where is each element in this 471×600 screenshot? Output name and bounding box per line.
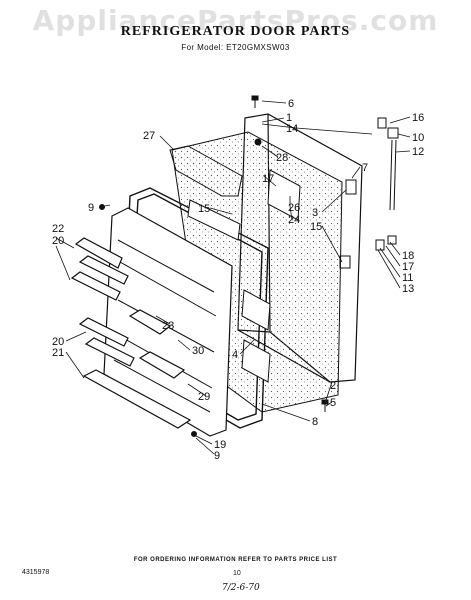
callout-29: 29 — [198, 391, 210, 403]
callout-15-left: 15 — [198, 203, 210, 215]
hinge-assembly — [339, 117, 399, 269]
callout-21: 21 — [52, 347, 64, 359]
callout-4: 4 — [232, 349, 238, 361]
callout-17-upper: 17 — [262, 173, 274, 185]
callout-9-lower: 9 — [214, 450, 220, 462]
ordering-note: FOR ORDERING INFORMATION REFER TO PARTS … — [133, 557, 338, 563]
callout-23: 23 — [162, 320, 174, 332]
callout-20-lower: 20 — [52, 336, 64, 348]
model-subtitle: For Model: ET20GMXSW03 — [181, 43, 290, 52]
callout-10: 10 — [412, 132, 424, 144]
callout-6: 6 — [288, 98, 294, 110]
callout-14: 14 — [286, 123, 298, 135]
bottom-rail-strip — [128, 309, 186, 379]
callout-26: 26 — [288, 202, 300, 214]
door-shelf-rails — [70, 237, 192, 429]
document-number: 4315978 — [22, 569, 50, 576]
callout-5: 5 — [330, 397, 336, 409]
foam-cutouts — [187, 169, 301, 383]
handwritten-note: 7/2-6-70 — [222, 583, 260, 593]
callout-9-upper: 9 — [88, 202, 94, 214]
top-seal-strip — [169, 145, 243, 197]
leader-lines — [55, 100, 411, 455]
callout-3: 3 — [312, 207, 318, 219]
callout-30: 30 — [192, 345, 204, 357]
callout-17-lower: 17 — [402, 261, 414, 273]
callout-20-upper: 20 — [52, 235, 64, 247]
callout-12: 12 — [412, 146, 424, 158]
page-title: REFRIGERATOR DOOR PARTS — [120, 24, 351, 39]
callout-16: 16 — [412, 112, 424, 124]
callout-19: 19 — [214, 439, 226, 451]
callout-7: 7 — [362, 162, 368, 174]
callout-28: 28 — [276, 152, 288, 164]
callout-labels: 6 1 14 16 10 12 27 28 7 17 26 24 15 3 15… — [52, 98, 424, 462]
callout-8: 8 — [312, 416, 318, 428]
callout-18: 18 — [402, 250, 414, 262]
callout-15-right: 15 — [310, 221, 322, 233]
page-number: 10 — [233, 570, 241, 577]
callout-13: 13 — [402, 283, 414, 295]
callout-27: 27 — [143, 130, 155, 142]
callout-2: 2 — [330, 380, 336, 392]
callout-11: 11 — [402, 272, 413, 284]
screws — [99, 95, 329, 437]
callout-1: 1 — [286, 112, 292, 124]
callout-24: 24 — [288, 214, 300, 226]
watermark: AppliancePartsPros.com — [32, 4, 439, 37]
callout-22: 22 — [52, 223, 64, 235]
